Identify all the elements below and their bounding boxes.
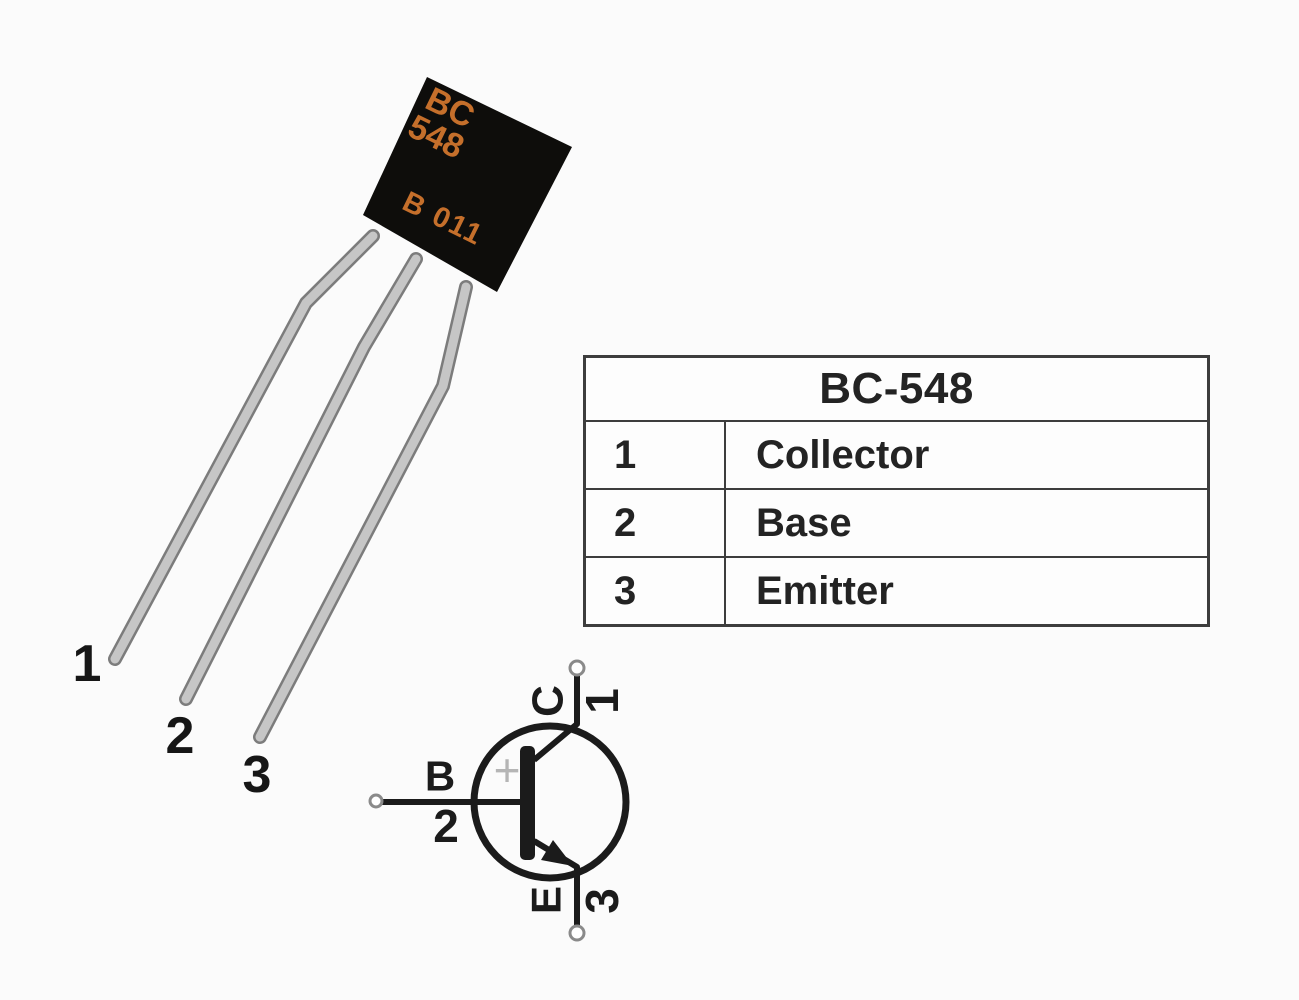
transistor-symbol: + C 1 B 2 E 3 (368, 659, 630, 942)
symbol-collector-letter: C (524, 685, 573, 717)
base-terminal-dot (368, 793, 384, 809)
collector-terminal-dot (568, 659, 586, 677)
pin-name-cell: Collector (756, 432, 930, 477)
pin-number-cell: 1 (586, 422, 726, 488)
symbol-collector-pin: 1 (576, 688, 628, 714)
symbol-emitter-letter: E (523, 886, 570, 914)
lead-3-label: 3 (243, 746, 272, 804)
package-leads (108, 229, 473, 744)
pin-name-cell: Base (756, 500, 852, 545)
lead-3-emitter-fill (255, 282, 471, 742)
symbol-base-letter: B (425, 753, 455, 800)
symbol-base-pin: 2 (433, 800, 459, 852)
symbol-base-bar (520, 746, 535, 860)
emitter-terminal-dot (568, 924, 586, 942)
pin-row-base: 2 Base (586, 490, 1207, 558)
pin-row-emitter: 3 Emitter (586, 558, 1207, 624)
pin-number-cell: 2 (586, 490, 726, 556)
npn-emitter-arrow-icon (541, 840, 573, 866)
lead-2-base-fill (181, 254, 421, 704)
lead-2-label: 2 (166, 707, 195, 765)
transistor-package-illustration: BC 548 B 011 1 2 3 (73, 77, 572, 804)
lead-1-collector-fill (110, 231, 378, 664)
lead-1-label: 1 (73, 635, 102, 693)
package-body (363, 77, 572, 292)
pinout-table: BC-548 1 Collector 2 Base 3 Emitter (583, 355, 1210, 627)
pin-number-cell: 3 (586, 558, 726, 624)
symbol-emitter-pin: 3 (576, 888, 628, 914)
pin-name-cell: Emitter (756, 568, 894, 613)
pin-row-collector: 1 Collector (586, 422, 1207, 490)
pinout-table-title: BC-548 (586, 358, 1207, 422)
symbol-collector-line (532, 676, 580, 763)
plus-mark: + (494, 744, 521, 796)
